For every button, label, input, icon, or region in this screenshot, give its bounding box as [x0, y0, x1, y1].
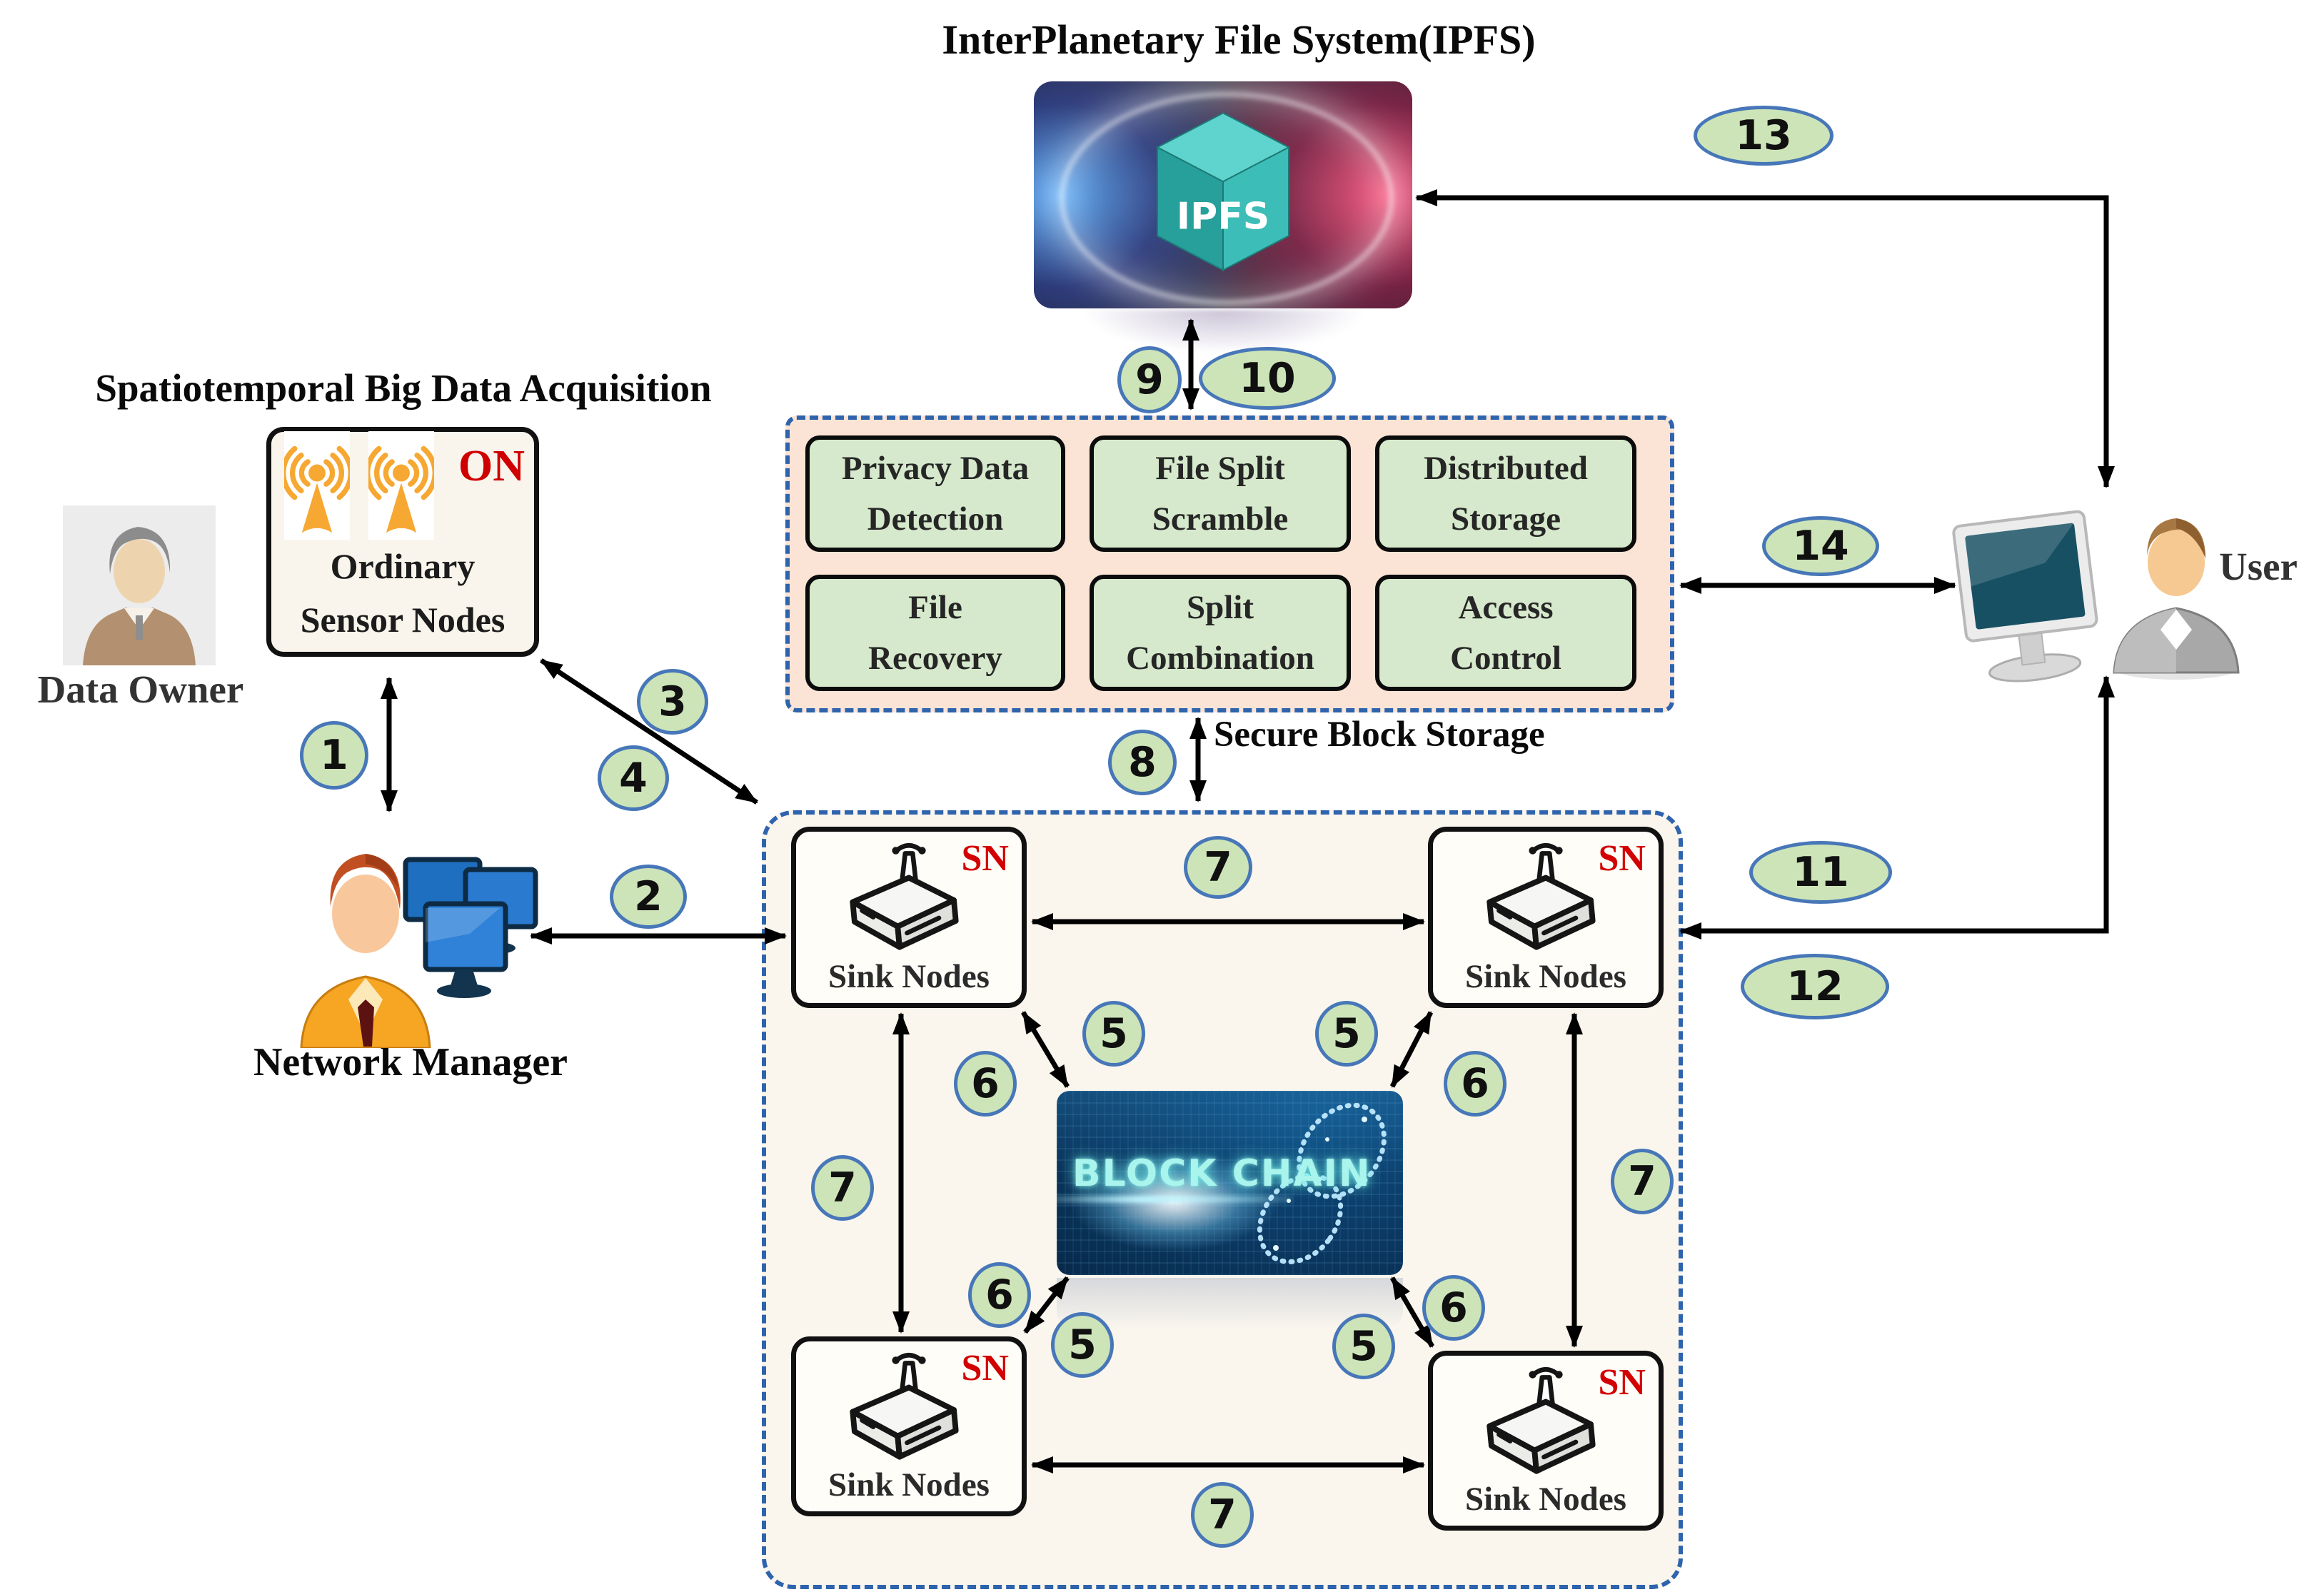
sink-node-box-top-left: SN Sink Nodes	[791, 827, 1027, 1008]
data-owner-avatar-icon	[63, 505, 216, 665]
flow-marker-9: 9	[1117, 346, 1182, 413]
flow-marker-7a: 7	[1184, 836, 1252, 899]
sink-node-label: Sink Nodes	[1465, 1481, 1626, 1518]
flow-marker-5b: 5	[1315, 1001, 1378, 1067]
module-label: Recovery	[868, 639, 1002, 677]
person-icon	[2113, 518, 2240, 680]
flow-marker-7d: 7	[1191, 1482, 1254, 1548]
sink-node-box-bottom-right: SN Sink Nodes	[1428, 1351, 1664, 1531]
arrow-13-user-ipfs	[1415, 189, 2115, 488]
flow-marker-7c: 7	[1611, 1149, 1674, 1214]
module-access-control: Access Control	[1375, 575, 1636, 691]
ipfs-cube-label: IPFS	[1177, 195, 1269, 238]
router-icon	[1487, 842, 1596, 950]
flow-marker-5a: 5	[1082, 1001, 1145, 1067]
flow-marker-6b: 6	[1444, 1051, 1506, 1117]
flow-marker-6d: 6	[1422, 1275, 1485, 1341]
sink-node-label: Sink Nodes	[828, 1466, 990, 1503]
blockchain-label: BLOCK CHAIN	[1072, 1152, 1372, 1195]
module-label: Detection	[867, 500, 1004, 538]
flow-marker-6c: 6	[968, 1262, 1031, 1328]
sn-badge: SN	[961, 838, 1009, 879]
monitor-icon	[1952, 510, 2098, 682]
sn-badge: SN	[1598, 838, 1646, 879]
flow-marker-7b: 7	[811, 1155, 874, 1221]
flow-marker-4: 4	[598, 745, 669, 811]
ipfs-planet-image: IPFS	[1034, 81, 1412, 308]
sink-node-label: Sink Nodes	[1465, 958, 1626, 995]
monitor-icon	[403, 857, 538, 998]
flow-marker-5d: 5	[1332, 1314, 1395, 1379]
arrow-5-6-bottom-left	[1023, 1276, 1070, 1334]
flow-marker-8: 8	[1108, 730, 1177, 795]
planet-glow-ring	[1060, 92, 1393, 305]
flow-marker-6a: 6	[954, 1051, 1017, 1117]
module-file-recovery: File Recovery	[805, 575, 1065, 691]
sn-badge: SN	[961, 1348, 1009, 1389]
arrow-11-12-sink-user	[1679, 675, 2115, 939]
flow-marker-14: 14	[1762, 516, 1879, 576]
module-split-combination: Split Combination	[1090, 575, 1351, 691]
person-icon	[300, 854, 431, 1048]
module-label: Split	[1186, 589, 1254, 626]
module-label: File	[908, 589, 962, 626]
sensor-box-label-line1: Ordinary	[330, 546, 476, 586]
module-label: Storage	[1450, 500, 1561, 538]
blockchain-image: BLOCK CHAIN	[1057, 1091, 1403, 1275]
user-icon	[1952, 510, 2240, 682]
arrow-5-6-bottom-right	[1389, 1276, 1435, 1348]
sn-badge: SN	[1598, 1362, 1646, 1403]
router-icon	[850, 842, 959, 950]
sink-node-box-top-right: SN Sink Nodes	[1428, 827, 1664, 1008]
module-privacy-data-detection: Privacy Data Detection	[805, 435, 1065, 552]
flow-marker-12: 12	[1741, 954, 1889, 1019]
binary-texture	[1057, 1091, 1403, 1275]
antenna-icon	[281, 431, 353, 540]
chain-icon	[1257, 1102, 1387, 1264]
flow-marker-10: 10	[1199, 347, 1336, 410]
router-icon	[850, 1352, 959, 1460]
module-label: Access	[1458, 589, 1554, 626]
network-manager-icon	[300, 854, 538, 1048]
sensor-on-status: ON	[458, 442, 525, 490]
light-streak	[1057, 1196, 1292, 1204]
module-label: Scramble	[1152, 500, 1289, 538]
router-icon	[1487, 1366, 1596, 1474]
flow-marker-5c: 5	[1051, 1312, 1114, 1378]
ipfs-title: InterPlanetary File System(IPFS)	[942, 16, 1536, 63]
acquisition-title: Spatiotemporal Big Data Acquisition	[95, 366, 712, 410]
module-label: File Split	[1155, 450, 1285, 487]
data-owner-label: Data Owner	[37, 667, 244, 711]
module-label: Control	[1450, 639, 1561, 677]
arrow-5-6-top-right	[1389, 1011, 1434, 1088]
arrow-5-6-top-left	[1020, 1011, 1070, 1088]
flow-marker-2: 2	[610, 865, 687, 929]
module-label: Combination	[1126, 639, 1314, 677]
secure-block-storage-label: Secure Block Storage	[1214, 715, 1545, 755]
arrow-3-4-sensor-sink	[540, 658, 758, 805]
module-label: Privacy Data	[841, 450, 1030, 487]
flow-marker-1: 1	[300, 721, 368, 790]
sensor-box-label: Ordinary Sensor Nodes	[273, 540, 532, 647]
flow-marker-11: 11	[1749, 841, 1892, 904]
sink-node-box-bottom-left: SN Sink Nodes	[791, 1336, 1027, 1516]
module-file-split-scramble: File Split Scramble	[1090, 435, 1351, 552]
flow-marker-13: 13	[1694, 106, 1833, 166]
sink-node-label: Sink Nodes	[828, 958, 990, 995]
user-label: User	[2219, 545, 2298, 588]
sensor-box-label-line2: Sensor Nodes	[300, 600, 505, 640]
flow-marker-3: 3	[637, 669, 708, 735]
ipfs-cube-icon: IPFS	[1155, 112, 1291, 272]
